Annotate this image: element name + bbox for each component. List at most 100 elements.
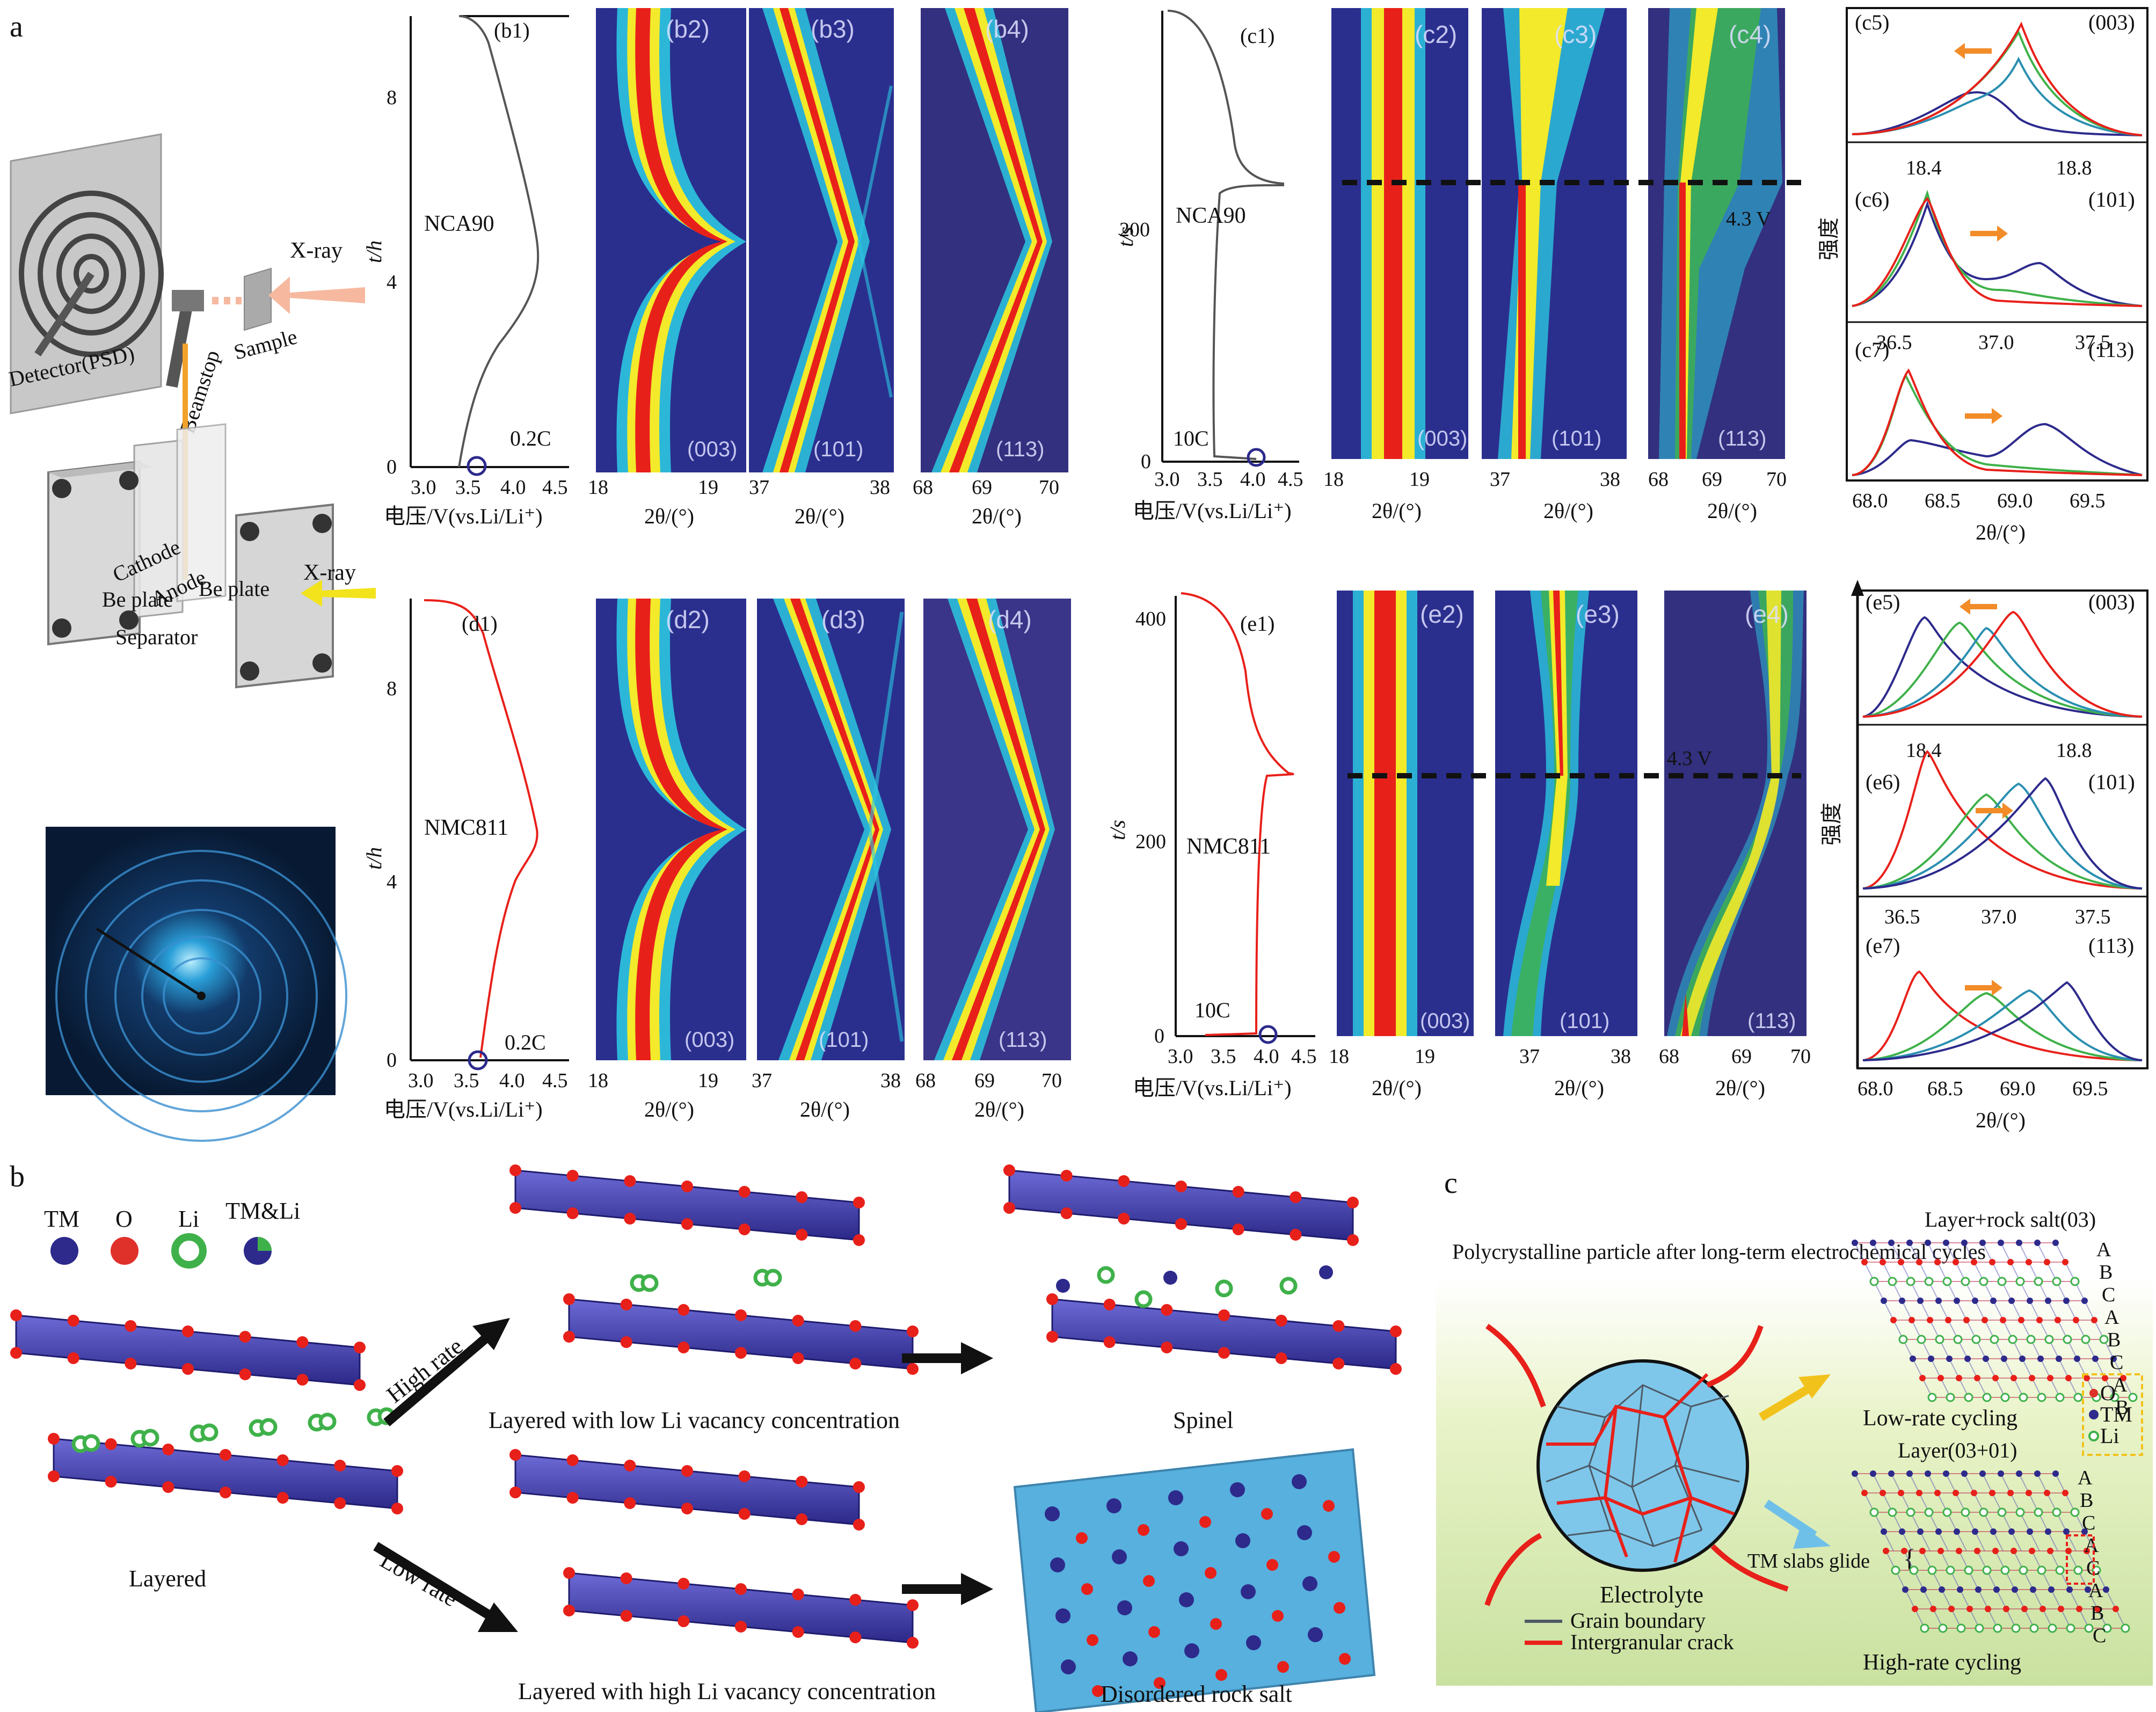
lattice-bottom-li-site (1982, 1565, 1992, 1575)
lattice-bottom-li-site (2019, 1565, 2028, 1575)
lowvac-bottom-o-atom (620, 1299, 632, 1310)
d1-xtick-2: 4.0 (499, 1069, 525, 1092)
rocksalt-o-atom (1076, 1532, 1088, 1544)
lowvac-top-o-atom (738, 1186, 751, 1198)
lattice-bottom-atom-site (1919, 1548, 1926, 1554)
lowvac-top-o-atom (509, 1202, 521, 1214)
c7-xtick-0: 68.0 (1852, 490, 1888, 512)
d1-xlabel: 电压/V(vs.Li/Li⁺) (384, 1097, 543, 1121)
e2-xtick-1: 19 (1415, 1045, 1435, 1068)
highvac-top-o-atom (681, 1465, 693, 1477)
lattice-top-atom-site (2056, 1356, 2062, 1362)
spinel-top-o-atom (1290, 1229, 1302, 1241)
lowvac-bottom-o-atom (678, 1342, 690, 1353)
b1-ytick-8: 8 (387, 86, 397, 109)
lattice-bottom-atom-site (2094, 1606, 2101, 1612)
layered-top-o-atom (125, 1320, 137, 1332)
e-patterns-xlabel: 2θ/(°) (1976, 1108, 2026, 1132)
panel-letter-b: b (10, 1160, 25, 1193)
lattice-bottom-li-site (1869, 1507, 1879, 1517)
lattice-top-bond (1873, 1242, 1883, 1263)
lowvac-bottom-o-atom (849, 1320, 862, 1332)
lattice-bottom-li-site (2029, 1623, 2039, 1633)
lattice-bottom-atom-site (2081, 1528, 2088, 1535)
lattice-top-atom-site (2063, 1298, 2070, 1304)
spinel-bottom-o-atom (1103, 1336, 1116, 1348)
stack-top-letter: B (2099, 1261, 2113, 1284)
d1-ylabel: t/h (362, 847, 386, 870)
rocksalt-tm-atom (1230, 1482, 1245, 1497)
lattice-top-bond (2066, 1300, 2077, 1321)
b4-band-red (949, 8, 1043, 472)
lattice-top-li-site (2008, 1335, 2017, 1344)
lattice-bottom-li-site (1979, 1507, 1989, 1517)
highvac-bottom-o-atom (849, 1594, 862, 1606)
c3-tag: (c3) (1554, 20, 1597, 48)
lattice-bottom-bond (1946, 1473, 1956, 1494)
bottom-lattice-title: Layer(03+01) (1898, 1438, 2017, 1462)
stack-top-letter: C (2102, 1284, 2115, 1306)
lattice-top-atom-site (2047, 1375, 2053, 1381)
e1-ytick-400: 400 (1135, 608, 1166, 630)
lattice-top-atom-site (2019, 1356, 2026, 1362)
highvac-top-o-atom (624, 1497, 636, 1509)
lattice-top-atom-site (1979, 1240, 1986, 1246)
low-rate-arrow (373, 1542, 502, 1626)
layered-bottom-o-atom (220, 1487, 231, 1498)
layered-bottom-o-atom (48, 1470, 60, 1482)
e6-xtick-2: 37.5 (2075, 906, 2111, 928)
low-rate-cycling-label: Low-rate cycling (1863, 1406, 2017, 1431)
lattice-top-li-site (2063, 1335, 2072, 1344)
lattice-top-li-site (1979, 1277, 1989, 1286)
cell-xray-label: X-ray (303, 560, 356, 585)
d2-xtick-1: 19 (698, 1069, 718, 1092)
c7-shift-arrow (1965, 408, 2002, 424)
lowvac-top-o-atom (681, 1181, 693, 1192)
legend-li-label: Li (178, 1206, 199, 1232)
map-b4: (b4) (113) 68 69 70 2θ/(°) (913, 8, 1068, 528)
highvac-top-o-atom (509, 1487, 521, 1498)
lowvac-bottom-o-atom (907, 1325, 919, 1337)
stack-bottom-letter: C (2082, 1512, 2095, 1534)
spinel-bottom-o-atom (1275, 1315, 1287, 1327)
lattice-top-bond (1931, 1358, 1941, 1379)
c6-hkl: (101) (2088, 187, 2135, 212)
lattice-top-li-site (1971, 1335, 1981, 1344)
d4-band-red (952, 599, 1045, 1060)
c1-curve (1167, 10, 1284, 460)
lattice-bottom-atom-site (1974, 1548, 1980, 1554)
e2-xlabel: 2θ/(°) (1372, 1076, 1422, 1100)
b4-xtick-0: 68 (913, 476, 933, 499)
c5-tag: (c5) (1855, 10, 1889, 34)
e3-band-yellow (1546, 591, 1568, 886)
layered-li-atom (200, 1423, 218, 1441)
lattice-bottom-atom-site (1993, 1586, 2000, 1593)
lattice-bottom-bond (1956, 1531, 1967, 1551)
rocksalt-tm-atom (1235, 1533, 1250, 1548)
e3-hkl: (101) (1560, 1009, 1609, 1033)
layered-bottom-o-atom (105, 1438, 117, 1450)
atom-legend-li: Li (2100, 1424, 2119, 1448)
e3-xlabel: 2θ/(°) (1554, 1076, 1604, 1100)
separator-label: Separator (115, 625, 198, 649)
lattice-top-atom-site (2081, 1298, 2088, 1304)
be-plate-right (235, 503, 334, 689)
lattice-top-li-site (1898, 1335, 1908, 1344)
map-d4: (d4) (113) 68 69 70 2θ/(°) (915, 599, 1071, 1121)
lattice-bottom-atom-site (1939, 1586, 1945, 1593)
c4-note: 4.3 V (1726, 208, 1771, 230)
rocksalt-tm-atom (1123, 1651, 1138, 1666)
spinel-bottom-o-atom (1218, 1347, 1230, 1359)
layered-bottom-o-atom (391, 1465, 403, 1477)
lattice-bottom-atom-site (2113, 1606, 2119, 1612)
c2-band-red (1384, 8, 1402, 459)
lattice-top-atom-site (1925, 1240, 1931, 1246)
layered-top-o-atom (10, 1309, 22, 1321)
highvac-top-o-atom (738, 1508, 751, 1520)
spinel-top-o-atom (1175, 1181, 1187, 1192)
lattice-top-atom-site (1974, 1375, 1980, 1381)
c7-hkl: (113) (2088, 338, 2134, 362)
lattice-bottom-li-site (2000, 1565, 2010, 1575)
e1-xtick-2: 4.0 (1254, 1045, 1279, 1068)
lattice-bottom-bond (2033, 1589, 2043, 1609)
